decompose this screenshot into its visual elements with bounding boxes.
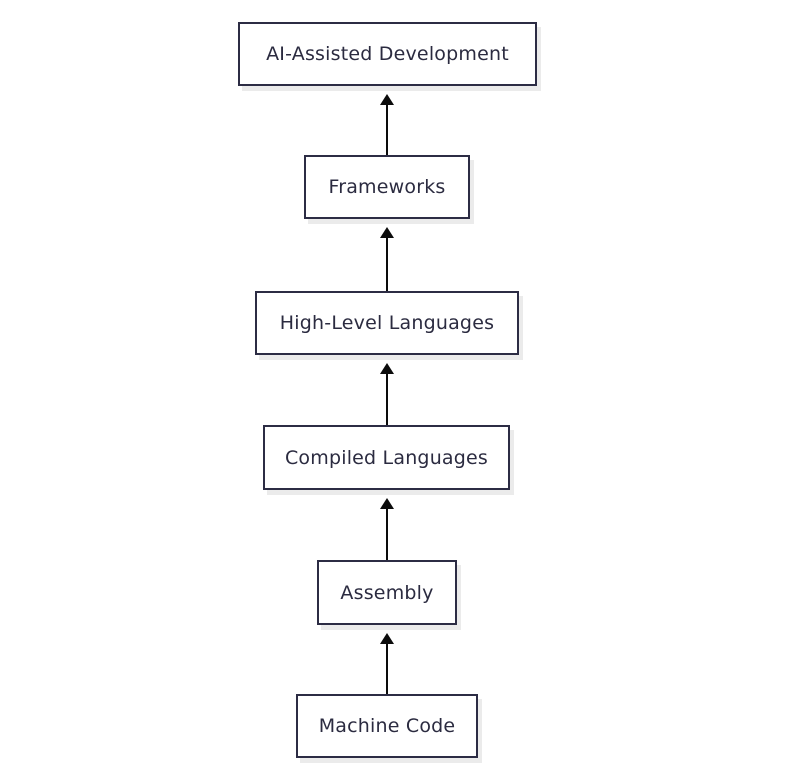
edge-line bbox=[385, 508, 389, 560]
arrow-up-icon bbox=[380, 227, 394, 238]
arrow-up-icon bbox=[380, 94, 394, 105]
edge-frameworks-to-ai-assisted-development bbox=[379, 94, 395, 155]
arrow-up-icon bbox=[380, 498, 394, 509]
edge-line bbox=[385, 373, 389, 425]
edge-high-level-languages-to-frameworks bbox=[379, 227, 395, 291]
node-label: Frameworks bbox=[328, 176, 446, 198]
edge-assembly-to-compiled-languages bbox=[379, 498, 395, 560]
node-label: Compiled Languages bbox=[284, 446, 489, 469]
node-compiled-languages: Compiled Languages bbox=[263, 425, 510, 490]
node-label: Assembly bbox=[340, 581, 434, 604]
arrow-up-icon bbox=[380, 633, 394, 644]
node-label: AI-Assisted Development bbox=[266, 43, 509, 65]
node-frameworks: Frameworks bbox=[304, 155, 470, 219]
edge-line bbox=[385, 104, 389, 155]
node-machine-code: Machine Code bbox=[296, 694, 478, 758]
node-label: Machine Code bbox=[318, 715, 456, 737]
node-ai-assisted-development: AI-Assisted Development bbox=[238, 22, 537, 86]
node-label: High-Level Languages bbox=[279, 312, 495, 334]
node-high-level-languages: High-Level Languages bbox=[255, 291, 519, 355]
arrow-up-icon bbox=[380, 363, 394, 374]
node-assembly: Assembly bbox=[317, 560, 457, 625]
edge-machine-code-to-assembly bbox=[379, 633, 395, 694]
edge-line bbox=[385, 643, 389, 694]
edge-compiled-languages-to-high-level-languages bbox=[379, 363, 395, 425]
edge-line bbox=[385, 237, 389, 291]
